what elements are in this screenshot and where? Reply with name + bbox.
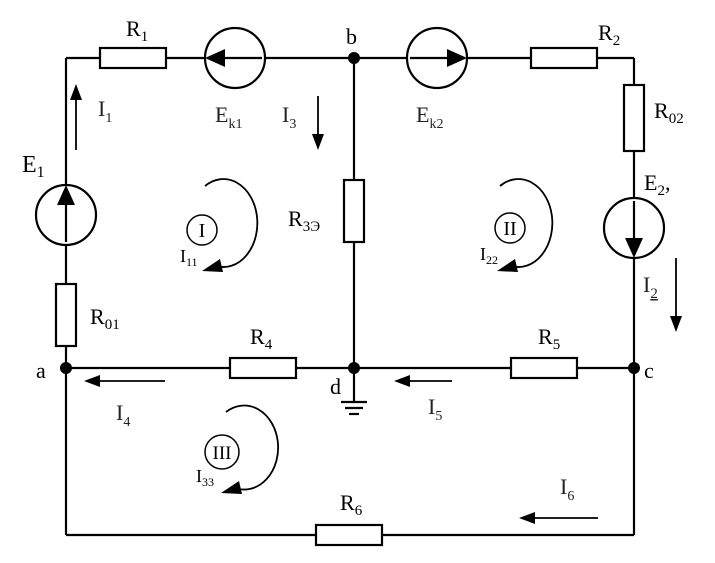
label-ek2: Ek2 (416, 102, 443, 132)
loop-badge-i (186, 214, 218, 246)
loop-arc-i (202, 178, 259, 272)
loop-arc-ii (497, 178, 554, 272)
node-dot-b (348, 52, 360, 64)
label-i11: I11 (180, 246, 198, 269)
label-i33: I33 (196, 466, 214, 489)
loop-badge-ii (494, 212, 526, 244)
node-label-a: a (36, 358, 46, 383)
label-r5: R5 (538, 324, 560, 353)
label-r2: R2 (598, 20, 620, 49)
loop-numeral-i: I (199, 220, 206, 242)
node-label-c: c (644, 358, 654, 383)
current-arrow-i3 (312, 96, 324, 150)
source-e2 (602, 196, 666, 260)
loop-numeral-ii: II (503, 218, 516, 240)
label-e2: E2, (644, 170, 670, 199)
loop-badge-iii (204, 434, 240, 470)
label-i4: I4 (116, 400, 130, 430)
resistor-r1 (98, 46, 168, 70)
label-r01: R01 (90, 304, 120, 333)
label-i6: I6 (560, 474, 574, 504)
label-r6: R6 (340, 490, 363, 519)
source-ek1 (203, 26, 267, 90)
label-i22: I22 (480, 244, 498, 267)
node-label-d: d (330, 374, 341, 399)
label-r3: R3Э (288, 206, 320, 235)
current-arrow-i5 (394, 375, 452, 387)
current-arrow-i6 (519, 512, 598, 524)
label-r02: R02 (654, 98, 684, 127)
label-e1: E1 (22, 152, 45, 181)
current-arrow-i2 (670, 258, 682, 332)
source-ek2 (405, 26, 469, 90)
resistor-r2 (529, 46, 599, 70)
wires (64, 56, 636, 537)
resistor-r01 (54, 282, 78, 348)
resistor-r5 (509, 356, 579, 380)
current-arrow-i4 (84, 375, 165, 387)
label-i5: I5 (428, 394, 442, 424)
loop-numeral-iii: III (213, 443, 232, 464)
label-i3: I3 (282, 102, 296, 132)
resistor-r3 (342, 178, 366, 244)
resistor-r6 (314, 523, 384, 547)
node-dot-d (348, 362, 360, 374)
loop-arc-iii (221, 404, 279, 494)
resistor-r02 (622, 83, 646, 153)
source-e1 (34, 183, 98, 247)
label-r4: R4 (250, 324, 273, 353)
node-dot-c (628, 362, 640, 374)
label-i1: I1 (98, 96, 112, 126)
resistor-r4 (228, 356, 298, 380)
label-r1: R1 (126, 16, 148, 45)
label-i2: I2 (643, 272, 658, 302)
node-label-b: b (346, 24, 357, 49)
node-dot-a (60, 362, 72, 374)
label-ek1: Ek1 (215, 102, 242, 132)
current-arrow-i1 (70, 84, 82, 150)
